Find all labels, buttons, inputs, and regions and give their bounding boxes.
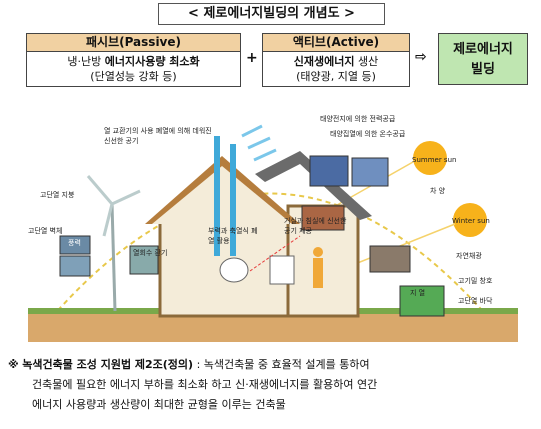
turbine-blade-1 xyxy=(86,175,114,205)
label-solar-heat: 태양집열에 의한 온수공급 xyxy=(330,130,406,138)
fresh-air-arrow xyxy=(249,235,301,272)
label-window: 고기밀 창호 xyxy=(458,277,493,285)
passive-header: 패시브(Passive) xyxy=(27,34,240,52)
vent-pipe-1 xyxy=(214,136,220,256)
label-fresh-air: 거실과 침실에 신선한 공기 제공 xyxy=(284,217,347,235)
sun-path-arc xyxy=(39,192,501,332)
label-winter-sun: Winter sun xyxy=(452,217,490,225)
plus-sign: + xyxy=(246,50,258,66)
label-vent: 열 교환기의 사용 폐열에 의해 데워진 신선한 공기 xyxy=(104,127,212,145)
summer-sun-icon xyxy=(413,141,447,175)
person-body xyxy=(313,258,323,288)
sun-ray-2 xyxy=(349,223,456,267)
vent-pipe-2 xyxy=(230,144,236,256)
window-photo xyxy=(369,245,411,273)
wind-turbine-tower xyxy=(110,203,117,312)
label-summer-sun: Summer sun xyxy=(412,156,457,164)
person-head xyxy=(313,247,323,257)
turbine-blade-2 xyxy=(111,189,141,206)
label-heat-recovery: 열회수 환기 xyxy=(133,249,168,257)
air-arrow-1 xyxy=(241,124,263,138)
label-wind: 풍력 xyxy=(68,239,81,247)
interior-heater xyxy=(269,255,295,285)
passive-body: 냉·난방 에너지사용량 최소화 (단열성능 강화 등) xyxy=(27,52,240,84)
zero-energy-building-box: 제로에너지 빌딩 xyxy=(438,33,528,85)
label-floor: 고단열 바닥 xyxy=(458,297,493,305)
wind-photo-1 xyxy=(59,235,91,255)
left-roof-inner xyxy=(152,166,292,224)
passive-line2: (단열성능 강화 등) xyxy=(90,70,177,83)
air-arrow-3 xyxy=(253,148,277,162)
label-wall: 고단열 벽체 xyxy=(28,227,63,235)
label-shading: 차 양 xyxy=(430,187,446,195)
label-solar-power: 태양전지에 의한 전력공급 xyxy=(320,115,396,123)
passive-box: 패시브(Passive) 냉·난방 에너지사용량 최소화 (단열성능 강화 등) xyxy=(26,33,241,87)
solar-roof xyxy=(255,151,372,220)
active-line1: 신재생에너지 생산 xyxy=(293,55,379,68)
solar-collector-photo xyxy=(351,157,389,187)
active-box: 액티브(Active) 신재생에너지 생산 (태양광, 지열 등) xyxy=(262,33,410,87)
shading-photo xyxy=(301,205,345,231)
active-line2: (태양광, 지열 등) xyxy=(296,70,376,83)
geothermal-photo xyxy=(399,285,445,317)
note-line-3: 에너지 사용량과 생산량이 최대한 균형을 이루는 건축물 xyxy=(32,398,286,411)
arrow-icon: ⇨ xyxy=(415,49,427,65)
label-ground: 지 열 xyxy=(410,289,426,297)
note-line-1: ※ 녹색건축물 조성 지원법 제2조(정의) : 녹색건축물 중 효율적 설계를… xyxy=(8,358,370,371)
label-lighting: 자연채광 xyxy=(456,252,482,260)
label-roof: 고단열 지붕 xyxy=(40,191,75,199)
heat-recovery-photo xyxy=(129,245,159,275)
passive-line1: 냉·난방 에너지사용량 최소화 xyxy=(67,55,200,68)
solar-panel-photo xyxy=(309,155,349,187)
turbine-blade-3 xyxy=(102,203,114,237)
note-line-2: 건축물에 필요한 에너지 부하를 최소화 하고 신·재생에너지를 활용하여 연간 xyxy=(32,378,378,391)
active-body: 신재생에너지 생산 (태양광, 지열 등) xyxy=(263,52,409,84)
winter-sun-icon xyxy=(453,203,487,237)
definition-note: ※ 녹색건축물 조성 지원법 제2조(정의) : 녹색건축물 중 효율적 설계를… xyxy=(8,355,536,415)
air-arrow-2 xyxy=(247,136,271,150)
wind-photo-2 xyxy=(59,255,91,277)
page-title: < 제로에너지빌딩의 개념도 > xyxy=(158,3,385,25)
active-header: 액티브(Active) xyxy=(263,34,409,52)
illustration-svg xyxy=(28,124,518,342)
label-buoyancy: 부력과 축열식 폐열 활용 xyxy=(208,227,258,245)
concept-illustration: 열 교환기의 사용 폐열에 의해 데워진 신선한 공기 태양전지에 의한 전력공… xyxy=(0,96,541,346)
interior-unit xyxy=(219,257,249,283)
